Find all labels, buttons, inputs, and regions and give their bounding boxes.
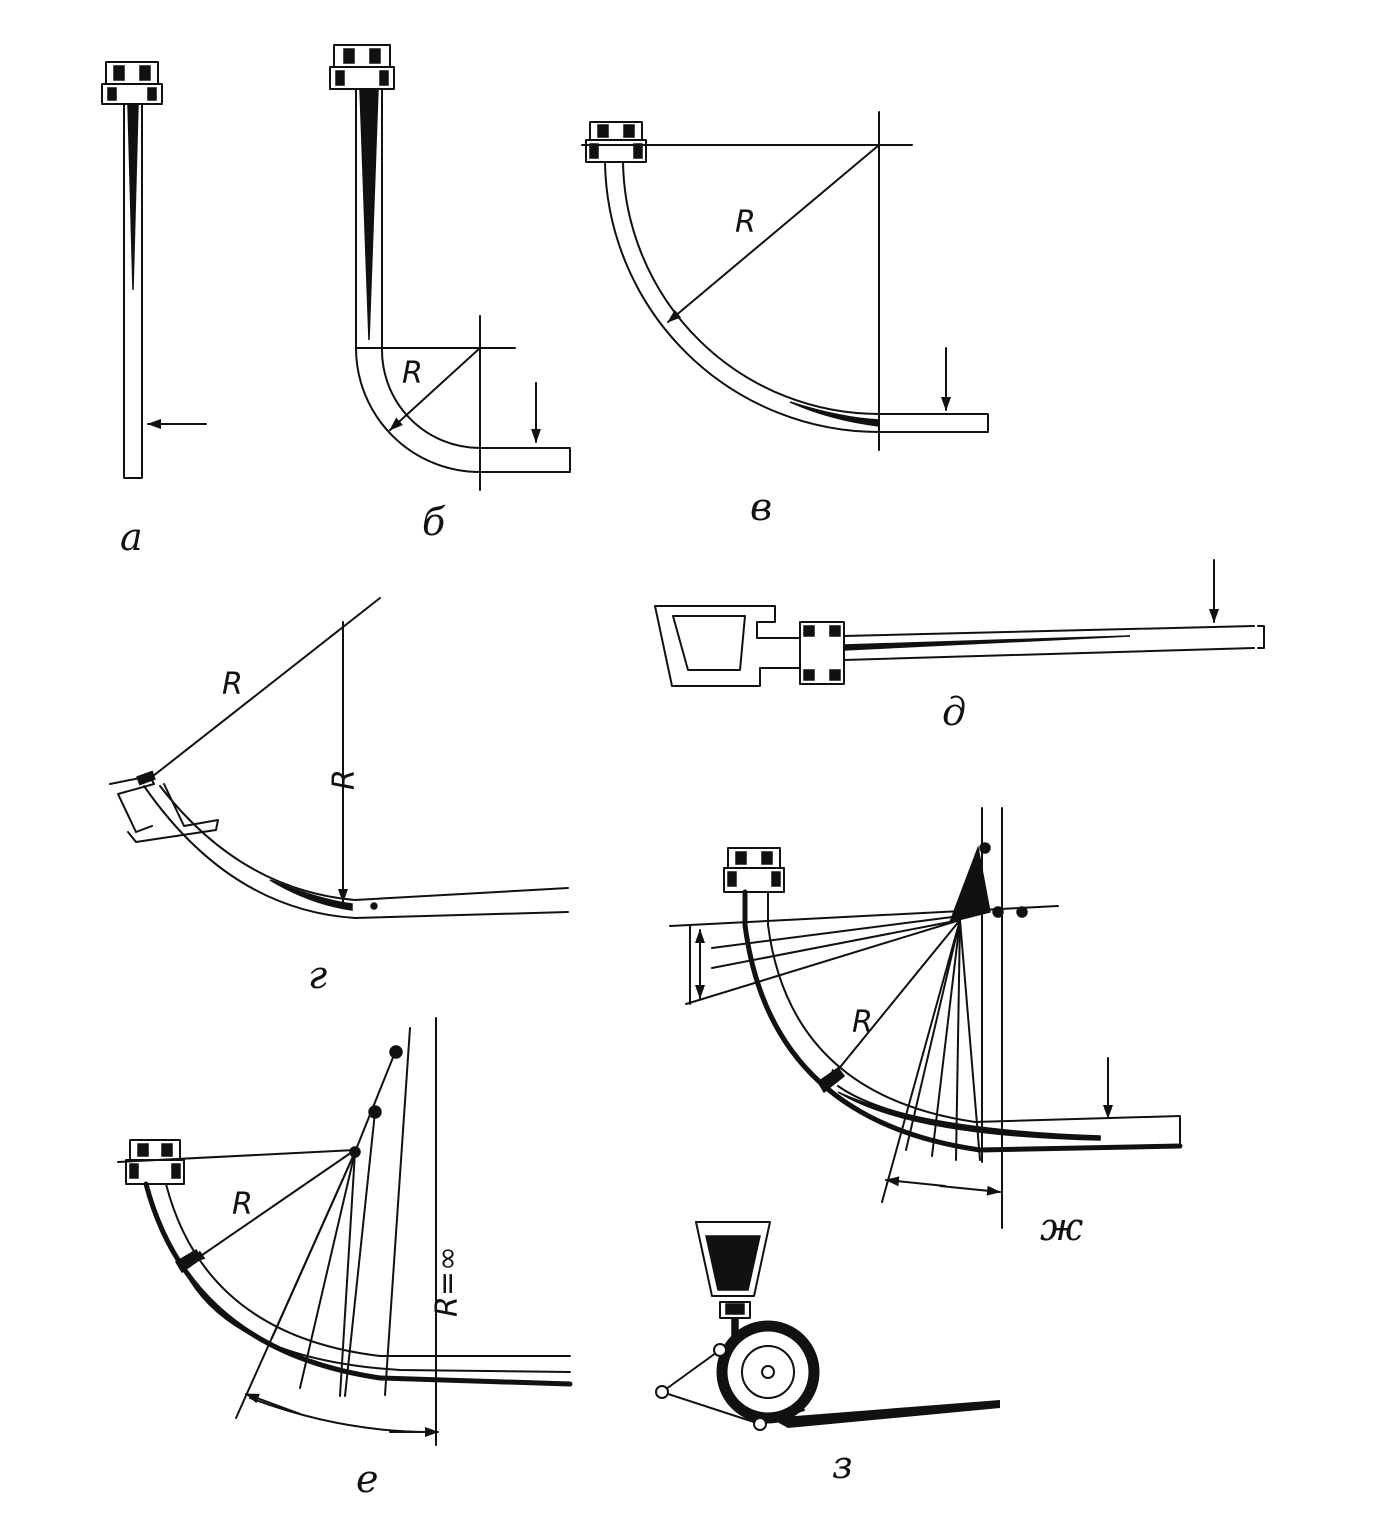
point-g [370,902,378,910]
panel-label-z: з [832,1443,853,1487]
panel-e-progressive-bending-caster: R R=∞ е [117,1017,573,1501]
panel-label-e: е [356,1457,379,1501]
roll-zh-3 [992,906,1004,918]
roll-zh-4 [1016,906,1028,918]
panel-label-g: г [308,953,327,997]
strand-bottom-d [843,647,1255,661]
roll-zh-1 [979,842,991,854]
arc-arrow-left-e [245,1393,301,1415]
radius-mark-zh [816,1066,846,1094]
belt-z [661,1349,805,1425]
strand-v [604,161,989,433]
radius-label-e: R [232,1187,253,1222]
panel-label-b: б [422,500,446,544]
mould-d [799,621,845,685]
ray-e-3 [299,1151,356,1389]
strand-inner-zh [767,891,1181,1147]
strand-end-d [1257,625,1265,649]
casting-wheel-z [716,1320,820,1424]
fan-line-zh-3 [711,919,961,969]
tundish-nozzle-v [585,121,647,163]
radius-mark-e [174,1249,204,1274]
panel-label-zh: ж [1040,1205,1083,1249]
tundish-nozzle-a [101,61,163,105]
curved-mould-g [109,770,219,843]
liquid-core-g [269,879,353,911]
nozzle-fill-z [725,1303,745,1315]
liquid-core-d [843,635,1131,651]
fan-line-zh-4 [685,919,961,1005]
radius-label-g-1: R [222,667,243,702]
ladle-metal-z [705,1235,761,1291]
radius-arrow-e [191,1149,356,1263]
ray-zh-4 [955,919,961,1161]
horizontal-guide-e [117,1149,356,1163]
radius-arrow-b [389,347,481,431]
wheel-hub-z [761,1365,775,1379]
liquid-core-b [359,88,379,341]
radius-label-zh: R [852,1005,873,1040]
pulley-z-2 [713,1343,727,1357]
tundish-nozzle-b [329,44,395,90]
wheel-inner-z [741,1345,795,1399]
tundish-inner-d [672,615,746,671]
radius-label-b: R [402,356,423,391]
panel-label-v: в [750,485,772,529]
roll-e-2 [368,1105,382,1119]
tundish-nozzle-zh [723,847,785,893]
radius-label-v: R [735,205,756,240]
strand-core-line-e [189,1279,571,1373]
roll-e-3 [349,1146,361,1158]
infinite-radius-label-e: R=∞ [430,1246,465,1317]
panel-d-horizontal-caster: д [654,559,1265,734]
radius-line-g [147,597,381,781]
pulley-z-1 [655,1385,669,1399]
ray-zh-1 [881,919,961,1203]
strand-outer-e [143,1181,573,1387]
roll-zh-2 [968,892,980,904]
radius-arrow-v [667,144,880,323]
panel-label-d: д [942,690,966,734]
panel-z-wheel-belt-caster: з [655,1221,1000,1487]
arc-arrow-right-zh [939,1185,1001,1196]
ray-e-2 [271,1151,356,1339]
panel-v-radial-caster: R в [581,111,989,529]
panel-g-curved-mould-caster: R R г [109,597,569,997]
tundish-d [654,605,801,687]
pulley-z-3 [753,1417,767,1431]
panel-zh-straightening-caster: R ж [669,807,1183,1249]
strand-outer-g [143,785,569,919]
strand-inner-e [165,1183,571,1357]
arc-e [249,1397,431,1433]
panel-b-vertical-bending-caster: R б [329,44,571,544]
liquid-core-a [127,103,139,291]
roll-e-1 [389,1045,403,1059]
strand-top-d [843,625,1255,637]
radius-arrow-zh [827,919,961,1083]
ray-e-5 [344,1111,376,1397]
strand-b [355,88,571,473]
ray-e-4 [339,1151,356,1397]
ray-zh-3 [931,919,961,1157]
vertical-line-e-1 [384,1027,411,1396]
panel-label-a: а [120,515,143,559]
bender-line-e [354,1049,397,1153]
ray-zh-2 [905,919,961,1151]
strand-outer-zh [742,889,1183,1153]
ladle-z [695,1221,771,1297]
fan-line-zh-2 [711,915,961,949]
radius-label-g-2: R [327,769,362,790]
ray-zh-5 [959,919,981,1161]
liquid-core-v [789,401,880,427]
liquid-core-zh [837,1091,1101,1141]
strand-inner-g [159,785,569,901]
cast-bar-z [770,1400,1000,1428]
panel-a-vertical-caster: а [101,61,207,559]
bender-wedge-zh [948,845,991,924]
arc-arrow-left-zh [885,1176,946,1187]
